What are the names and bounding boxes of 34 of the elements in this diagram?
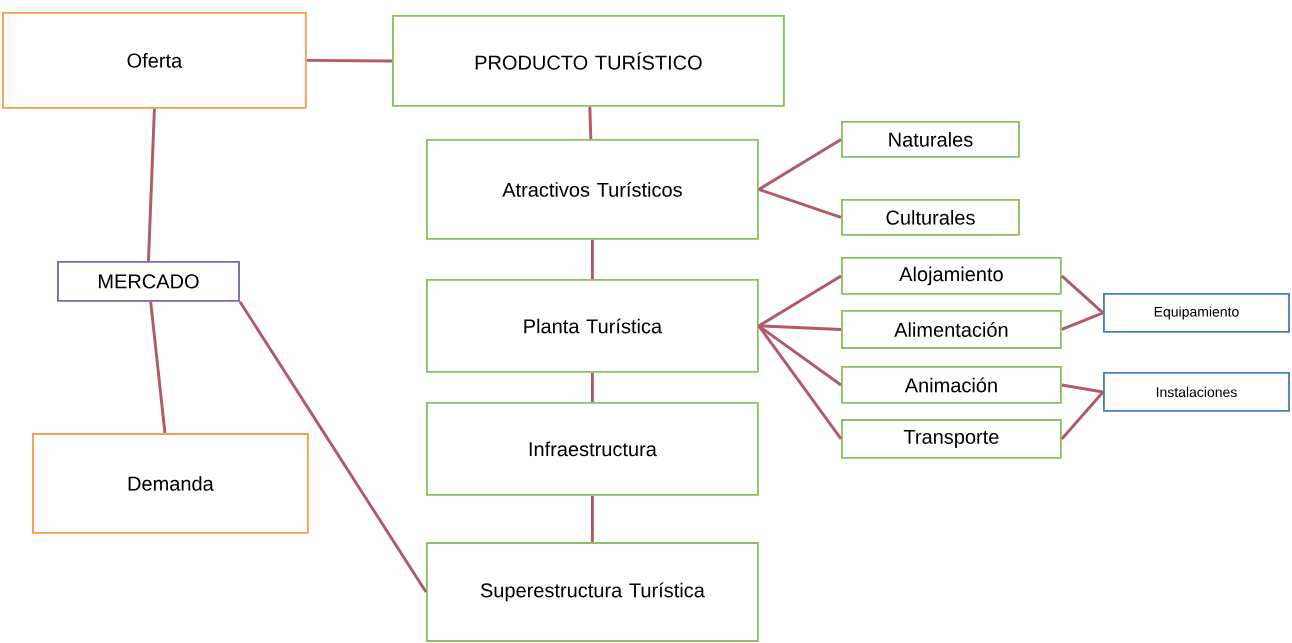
concept-box: Alimentación bbox=[841, 310, 1062, 349]
connector-line bbox=[758, 138, 842, 191]
connector-line bbox=[306, 58, 392, 63]
concept-box: Oferta bbox=[2, 12, 307, 109]
concept-box: Demanda bbox=[32, 433, 309, 534]
connector-line bbox=[590, 239, 594, 279]
connector-line bbox=[238, 301, 428, 593]
connector-line bbox=[757, 325, 843, 440]
concept-box: Animación bbox=[841, 366, 1062, 404]
connector-line bbox=[758, 324, 842, 331]
connector-line bbox=[758, 274, 842, 328]
concept-box: Instalaciones bbox=[1103, 372, 1290, 412]
concept-box: Equipamiento bbox=[1103, 293, 1290, 333]
connector-line bbox=[590, 495, 594, 542]
concept-box: Naturales bbox=[841, 121, 1020, 158]
concept-box: Planta Turística bbox=[426, 279, 759, 373]
connector-line bbox=[147, 108, 156, 262]
connector-line bbox=[590, 372, 594, 402]
concept-box: Alojamiento bbox=[841, 257, 1062, 295]
concept-box: PRODUCTO TURÍSTICO bbox=[392, 15, 785, 107]
connector-line bbox=[1061, 311, 1104, 331]
connector-line bbox=[1061, 383, 1104, 394]
connector-line bbox=[1060, 390, 1105, 440]
concept-box: Transporte bbox=[841, 419, 1062, 459]
connector-line bbox=[588, 106, 593, 140]
concept-box: Superestructura Turística bbox=[426, 542, 759, 642]
connector-line bbox=[149, 301, 167, 434]
concept-box: Culturales bbox=[841, 199, 1020, 236]
connector-line bbox=[1060, 274, 1104, 315]
concept-box: Infraestructura bbox=[426, 402, 759, 496]
concept-box: Atractivos Turísticos bbox=[426, 139, 759, 240]
connector-line bbox=[758, 188, 842, 219]
connector-line bbox=[757, 324, 842, 387]
concept-box: MERCADO bbox=[57, 261, 240, 302]
